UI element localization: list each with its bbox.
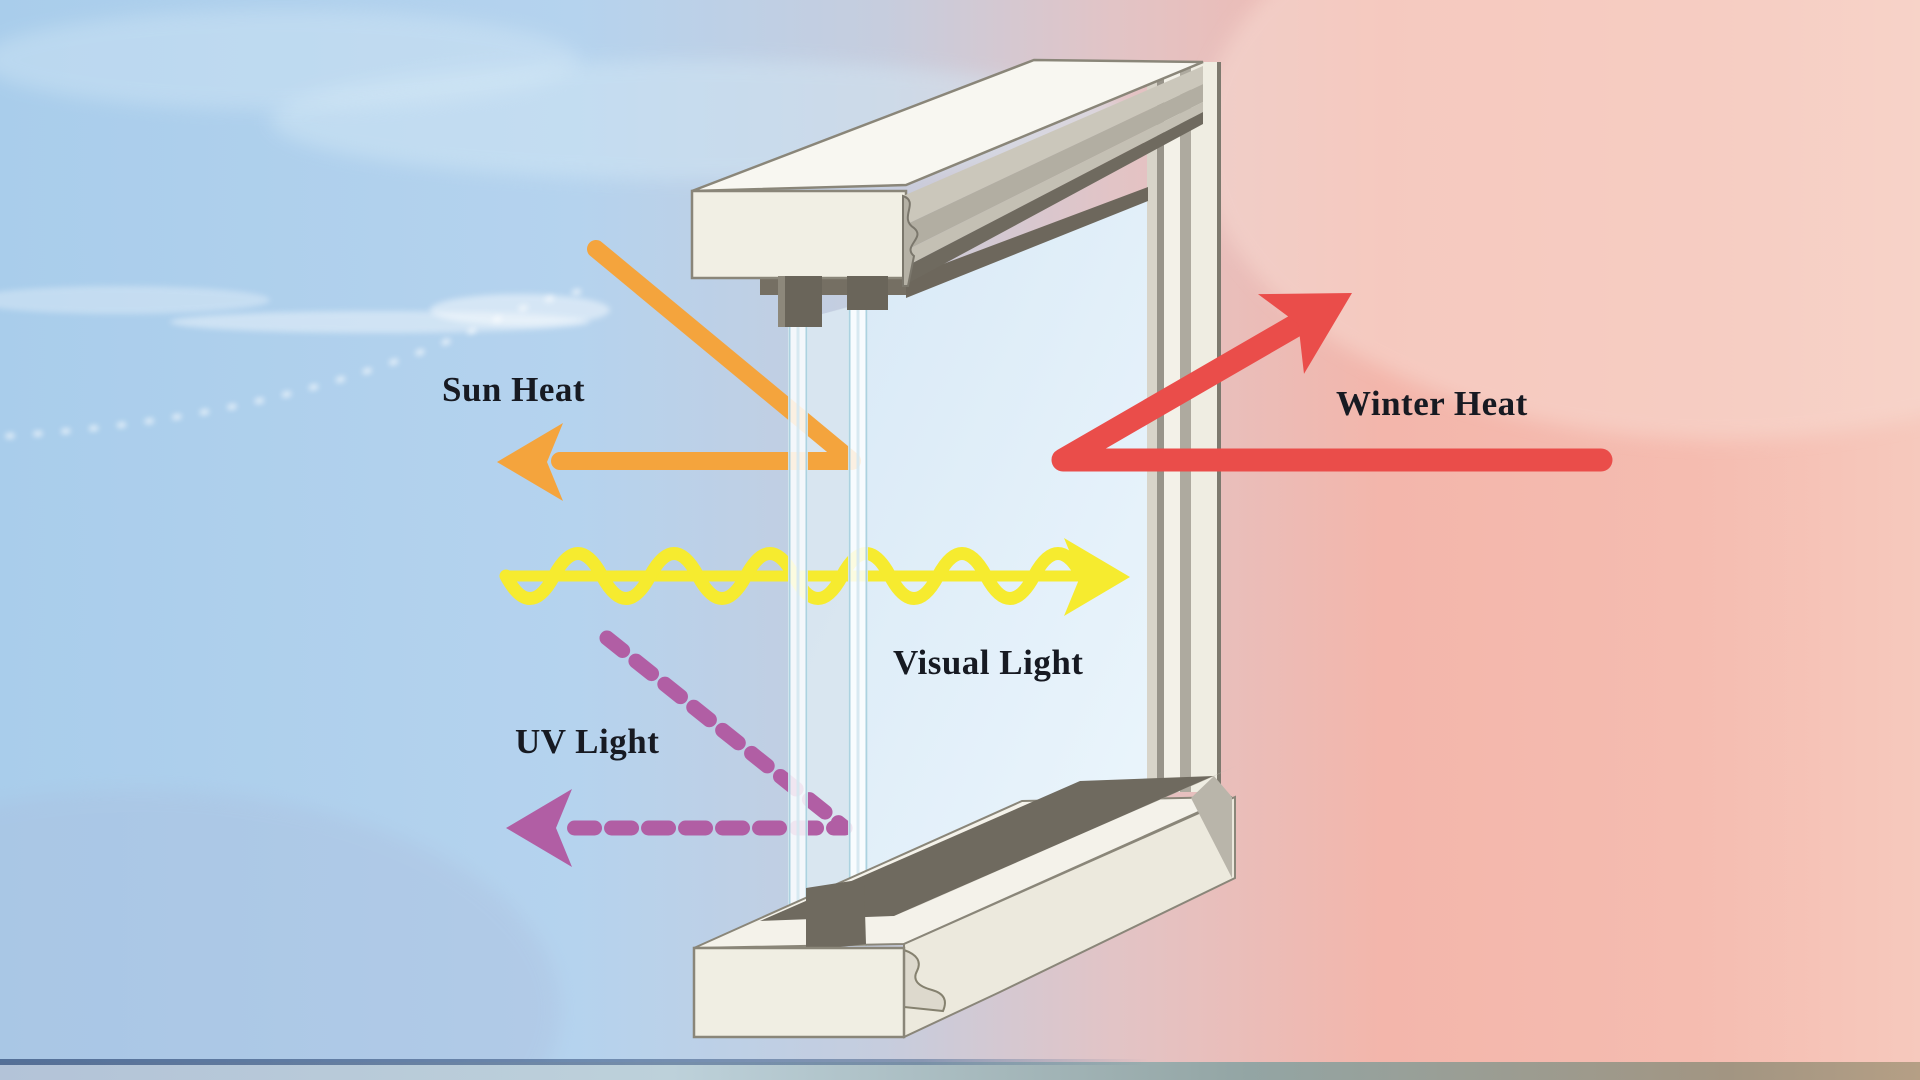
head-molding: [902, 66, 1203, 287]
head-front-face: [690, 189, 908, 280]
head-top-face: [691, 58, 1204, 193]
right-jamb: [1147, 62, 1221, 792]
outer-pane: [788, 298, 808, 952]
uv-light-ray: [564, 630, 853, 836]
visual-light-arrowhead: [1064, 538, 1130, 616]
top-spacer-inner: [847, 276, 888, 310]
winter-heat-ray: [1051, 308, 1613, 472]
glazing-panes: [788, 286, 868, 952]
winter-heat-arrow: [1051, 293, 1613, 472]
visual-light-label: Visual Light: [893, 643, 1083, 682]
cool-shadow: [0, 790, 560, 1080]
uv-light-label: UV Light: [515, 722, 659, 761]
top-spacer-highlight: [778, 276, 785, 327]
jamb-strip: [1147, 62, 1157, 792]
warm-highlight: [1200, 0, 1920, 440]
bottom-strip-line: [0, 1059, 1150, 1065]
top-frame: [690, 58, 1204, 327]
labels: Sun Heat Winter Heat Visual Light UV Lig…: [442, 370, 1528, 761]
bottom-edge: [0, 1059, 1920, 1080]
jamb-strip: [1157, 62, 1164, 792]
inner-pane: [848, 286, 868, 946]
bottom-spacer: [806, 879, 866, 951]
between-panes-gap: [808, 306, 851, 950]
sun-heat-label: Sun Heat: [442, 370, 585, 409]
winter-heat-label: Winter Heat: [1336, 384, 1528, 423]
winter-heat-arrowhead: [1257, 293, 1352, 374]
sill-end-cap: [1191, 776, 1232, 878]
top-spacer-outer: [778, 276, 822, 327]
cloud-haze-topleft: [0, 10, 580, 110]
molding-band: [903, 102, 1203, 268]
sun-heat-arrowhead: [497, 423, 563, 501]
uv-light-arrow: [506, 630, 853, 867]
head-reveal-shadow: [906, 187, 1148, 298]
uv-light-arrowhead: [506, 789, 572, 867]
molding-band: [903, 66, 1203, 226]
jamb-strip: [1191, 62, 1217, 792]
jamb-outline: [1217, 62, 1221, 792]
sill-front-face: [692, 946, 906, 1039]
cloud-wisp: [0, 286, 270, 314]
bottom-sill: [692, 766, 1236, 1039]
bottom-strip: [0, 1062, 1920, 1080]
molding-shadow-edge: [903, 112, 1203, 286]
sill-channel: [760, 776, 1214, 921]
molding-band: [903, 84, 1203, 252]
molding-profile-end: [902, 194, 919, 287]
cloud-puff: [430, 294, 610, 326]
jamb-strip: [1180, 62, 1191, 792]
sill-profile-end: [903, 948, 946, 1013]
jamb-strip: [1164, 62, 1180, 792]
